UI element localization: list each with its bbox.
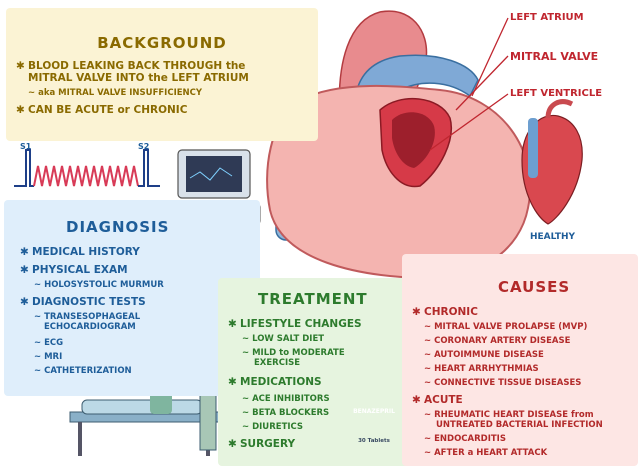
causes-subitem: ~ ENDOCARDITIS <box>424 434 506 444</box>
causes-subitem: ~ CORONARY ARTERY DISEASE <box>424 336 571 346</box>
treatment-title: TREATMENT <box>258 290 368 308</box>
diagnosis-subitem: ~ CATHETERIZATION <box>34 366 132 376</box>
background-title: BACKGROUND <box>97 34 227 52</box>
treatment-panel: TREATMENT ✱LIFESTYLE CHANGES ~ LOW SALT … <box>218 278 414 466</box>
treatment-item: ✱MEDICATIONS <box>228 376 322 388</box>
diagnosis-subitem: ~ TRANSESOPHAGEAL <box>34 312 141 322</box>
treatment-subitem: ~ ACE INHIBITORS <box>242 394 330 404</box>
causes-subitem: UNTREATED BACTERIAL INFECTION <box>436 420 603 430</box>
treatment-subitem: ~ LOW SALT DIET <box>242 334 325 344</box>
causes-item: ✱CHRONIC <box>412 306 478 318</box>
left-atrium-label: LEFT ATRIUM <box>510 12 584 23</box>
causes-subitem: ~ RHEUMATIC HEART DISEASE from <box>424 410 594 420</box>
heart-illustration <box>266 10 532 280</box>
diagnosis-panel: DIAGNOSIS ✱MEDICAL HISTORY ✱PHYSICAL EXA… <box>4 200 260 396</box>
treatment-subitem: EXERCISE <box>254 358 301 368</box>
healthy-heart-icon <box>521 99 583 225</box>
diagnosis-subitem: ~ MRI <box>34 352 63 362</box>
causes-subitem: ~ HEART ARRHYTHMIAS <box>424 364 539 374</box>
treatment-subitem: ~ DIURETICS <box>242 422 304 432</box>
diagnosis-subitem: ~ ECG <box>34 338 64 348</box>
treatment-subitem: ~ BETA BLOCKERS <box>242 408 330 418</box>
diagnosis-title: DIAGNOSIS <box>66 218 170 236</box>
diagnosis-subitem: ~ HOLOSYSTOLIC MURMUR <box>34 280 164 290</box>
causes-subitem: ~ AFTER a HEART ATTACK <box>424 448 548 458</box>
diagnosis-item: ✱MEDICAL HISTORY <box>20 246 140 258</box>
background-item: MITRAL VALVE INTO the LEFT ATRIUM <box>28 72 249 84</box>
diagnosis-subitem: ECHOCARDIOGRAM <box>44 322 136 332</box>
background-subitem: ~ aka MITRAL VALVE INSUFFICIENCY <box>28 88 203 98</box>
background-item: ✱BLOOD LEAKING BACK THROUGH the <box>16 60 246 72</box>
left-ventricle-label: LEFT VENTRICLE <box>510 88 603 99</box>
treatment-item: ✱SURGERY <box>228 438 296 450</box>
causes-item: ✱ACUTE <box>412 394 463 406</box>
causes-title: CAUSES <box>498 278 571 296</box>
causes-subitem: ~ AUTOIMMUNE DISEASE <box>424 350 544 360</box>
treatment-item: ✱LIFESTYLE CHANGES <box>228 318 362 330</box>
healthy-label: HEALTHY <box>530 232 576 242</box>
murmur-waveform <box>14 149 160 187</box>
background-item: ✱CAN BE ACUTE or CHRONIC <box>16 104 188 116</box>
bottle-label: BENAZEPRIL <box>353 408 395 415</box>
treatment-subitem: ~ MILD to MODERATE <box>242 348 345 358</box>
causes-subitem: ~ MITRAL VALVE PROLAPSE (MVP) <box>424 322 588 332</box>
s2-label: S2 <box>138 142 150 151</box>
causes-subitem: ~ CONNECTIVE TISSUE DISEASES <box>424 378 582 388</box>
causes-panel: CAUSES ✱CHRONIC ~ MITRAL VALVE PROLAPSE … <box>402 254 638 466</box>
s1-label: S1 <box>20 142 32 151</box>
diagnosis-item: ✱DIAGNOSTIC TESTS <box>20 296 146 308</box>
diagnosis-item: ✱PHYSICAL EXAM <box>20 264 128 276</box>
bottle-sublabel: 30 Tablets <box>358 438 390 444</box>
background-panel: BACKGROUND ✱BLOOD LEAKING BACK THROUGH t… <box>6 8 318 141</box>
mitral-valve-label: MITRAL VALVE <box>510 50 599 63</box>
